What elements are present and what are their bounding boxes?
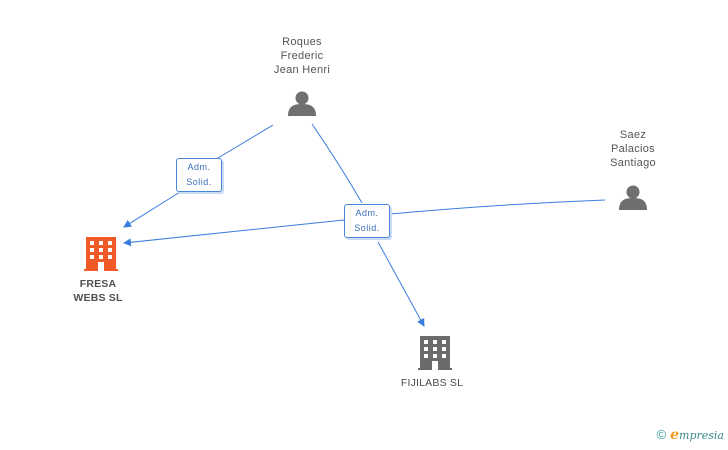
person-name-label[interactable]: Roques Frederic Jean Henri [273, 36, 331, 76]
edge-saez-fresa-arrow [123, 219, 345, 247]
brand-watermark: ©empresia [657, 427, 724, 443]
edge-roques-fresa [217, 124, 274, 159]
person-icon[interactable] [619, 185, 647, 211]
edge-roques-fijilabs-arrow [377, 241, 425, 327]
relationship-label[interactable]: Adm. Solid. [176, 158, 222, 192]
brand-logo-text: mpresia [679, 429, 724, 442]
person-icon[interactable] [288, 91, 316, 117]
building-icon[interactable] [418, 336, 452, 370]
edges [123, 123, 606, 327]
company-name-label[interactable]: FRESA WEBS SL [73, 278, 123, 304]
relationship-label[interactable]: Adm. Solid. [344, 204, 390, 238]
edge-roques-fresa-arrow [123, 191, 181, 228]
company-name-label[interactable]: FIJILABS SL [400, 377, 464, 389]
building-icon[interactable] [84, 237, 118, 271]
brand-logo-initial: e [670, 427, 680, 443]
copyright-symbol: © [656, 427, 667, 442]
edge-roques-fijilabs [311, 123, 363, 204]
person-name-label[interactable]: Saez Palacios Santiago [610, 129, 656, 169]
edge-saez-fresa [389, 199, 606, 215]
